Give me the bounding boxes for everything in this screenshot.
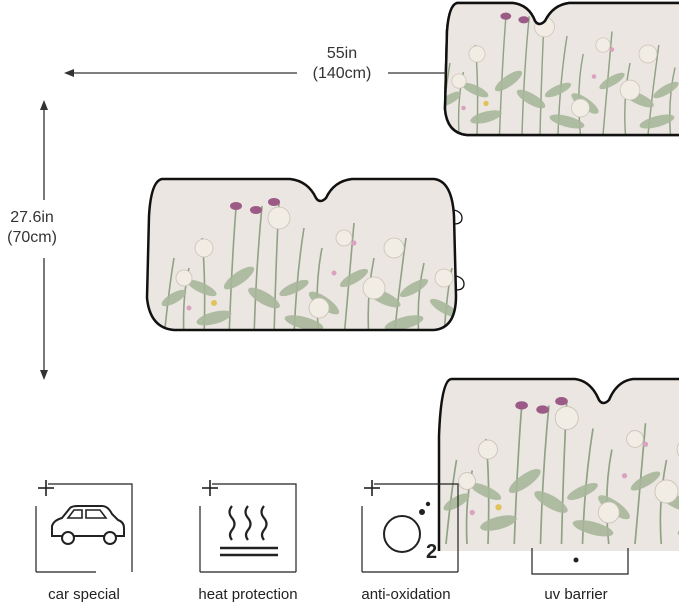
feature-label-uv-barrier: uv barrier — [544, 586, 608, 603]
width-arrow — [62, 66, 446, 80]
feature-anti-oxidation: 2 anti-oxidation — [326, 478, 486, 604]
o2-icon: 2 — [360, 478, 460, 574]
height-label: 27.6in (70cm) — [0, 208, 64, 248]
uv-icon — [530, 548, 630, 578]
heat-icon — [198, 478, 298, 574]
sunshade-image-bottom — [435, 376, 679, 551]
sunshade-image-main — [144, 176, 468, 336]
feature-car-special: car special — [16, 478, 156, 604]
height-arrow — [37, 98, 51, 382]
width-inches: 55in — [326, 45, 358, 62]
feature-heat-protection: heat protection — [166, 478, 306, 604]
svg-text:2: 2 — [426, 541, 437, 563]
width-centimeters: (140cm) — [312, 65, 372, 82]
feature-label-heat-protection: heat protection — [198, 586, 298, 603]
width-label: 55in (140cm) — [290, 44, 394, 84]
height-centimeters: (70cm) — [7, 229, 57, 246]
feature-label-car-special: car special — [48, 586, 120, 603]
height-inches: 27.6in — [10, 209, 54, 226]
feature-uv-barrier: uv barrier — [506, 548, 646, 604]
sunshade-image-top — [443, 1, 679, 137]
feature-label-anti-oxidation: anti-oxidation — [361, 586, 451, 603]
car-icon — [34, 478, 134, 574]
